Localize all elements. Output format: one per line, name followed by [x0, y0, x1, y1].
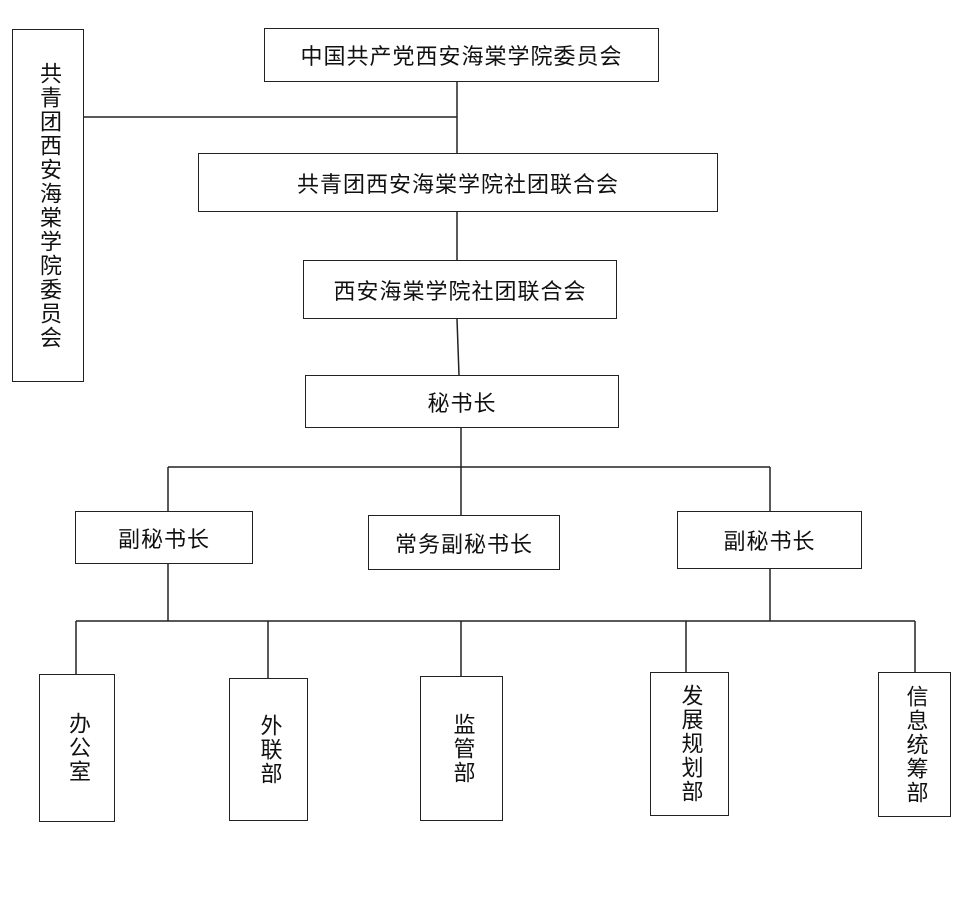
deputy-executive-box: 常务副秘书长 — [368, 515, 560, 570]
dept-supervision-label: 监管部 — [449, 712, 475, 785]
secretary-general-label: 秘书长 — [427, 391, 497, 417]
secretary-general-box: 秘书长 — [305, 375, 619, 428]
league-union-label: 共青团西安海棠学院社团联合会 — [296, 172, 619, 198]
party-committee-box: 中国共产党西安海棠学院委员会 — [264, 28, 659, 82]
league-union-box: 共青团西安海棠学院社团联合会 — [198, 153, 718, 212]
youth-league-label: 共青团西安海棠学院委员会 — [36, 61, 61, 350]
dept-external-label: 外联部 — [256, 713, 282, 786]
deputy-left-label: 副秘书长 — [117, 527, 210, 553]
youth-league-box: 共青团西安海棠学院委员会 — [12, 29, 84, 382]
deputy-right-label: 副秘书长 — [723, 530, 816, 555]
party-committee-label: 中国共产党西安海棠学院委员会 — [300, 45, 623, 70]
dept-office-box: 办公室 — [39, 674, 115, 822]
dept-planning-label: 发展规划部 — [677, 684, 703, 804]
union-box: 西安海棠学院社团联合会 — [303, 260, 617, 319]
dept-info-box: 信息统筹部 — [878, 672, 951, 817]
deputy-left-box: 副秘书长 — [75, 511, 253, 564]
dept-supervision-box: 监管部 — [420, 676, 503, 821]
dept-external-box: 外联部 — [229, 678, 308, 821]
dept-planning-box: 发展规划部 — [650, 672, 729, 816]
deputy-right-box: 副秘书长 — [677, 511, 862, 569]
dept-office-label: 办公室 — [65, 712, 90, 784]
union-label: 西安海棠学院社团联合会 — [333, 279, 587, 305]
deputy-executive-label: 常务副秘书长 — [394, 532, 533, 558]
dept-info-label: 信息统筹部 — [902, 684, 928, 805]
